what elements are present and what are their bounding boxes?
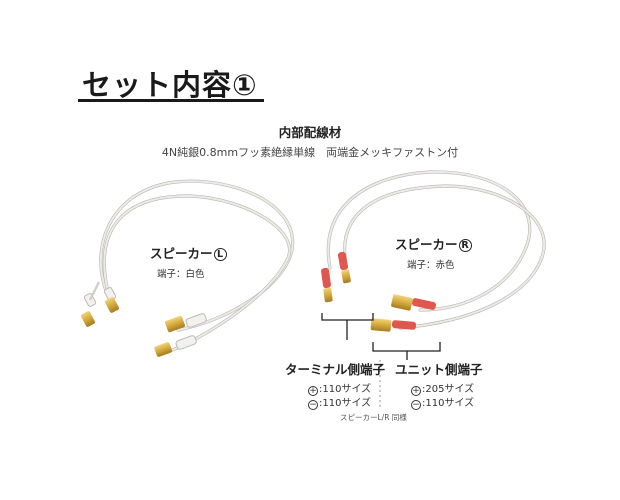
speaker-left-name: スピーカー (150, 246, 213, 261)
unit-side-plus-label: :205サイズ (422, 384, 475, 395)
plus-icon: + (411, 386, 421, 396)
right-terminal-side-terminals (321, 251, 351, 303)
unit-side-minus-size: −:110サイズ (411, 394, 474, 410)
page-title: セット内容① (82, 68, 258, 102)
speaker-right-terminal-color: 端子：赤色 (407, 260, 455, 271)
title-underline (78, 99, 264, 102)
speaker-right-name: スピーカー (395, 237, 458, 252)
left-terminal-side-terminals (81, 281, 119, 327)
wiring-spec: 4N純銀0.8mmフッ素絶縁単線 両端金メッキファストン付 (161, 146, 459, 159)
terminal-side-title: ターミナル側端子 (285, 362, 386, 377)
terminal-side-minus-label: :110サイズ (319, 398, 372, 409)
left-channel-badge: L (213, 248, 227, 261)
right-unit-side-terminals (370, 294, 437, 332)
unit-side-bracket (372, 342, 441, 360)
terminal-side-plus-label: :110サイズ (319, 384, 372, 395)
terminal-side-plus-size: +:110サイズ (308, 380, 371, 396)
minus-icon: − (308, 400, 318, 410)
unit-side-plus-size: +:205サイズ (411, 380, 474, 396)
wiring-heading: 内部配線材 (278, 125, 342, 140)
plus-icon: + (308, 386, 318, 396)
left-speaker-cable (99, 179, 295, 354)
right-channel-badge: R (458, 239, 472, 252)
minus-icon: − (411, 400, 421, 410)
terminal-side-minus-size: −:110サイズ (308, 394, 371, 410)
common-note: スピーカーL/R 同様 (340, 413, 407, 422)
speaker-left-terminal-color: 端子：白色 (157, 269, 205, 280)
unit-side-minus-label: :110サイズ (422, 398, 475, 409)
left-unit-side-terminals (154, 313, 207, 357)
unit-side-title: ユニット側端子 (395, 362, 483, 377)
terminal-side-bracket (321, 313, 374, 340)
right-speaker-cable (326, 170, 546, 330)
